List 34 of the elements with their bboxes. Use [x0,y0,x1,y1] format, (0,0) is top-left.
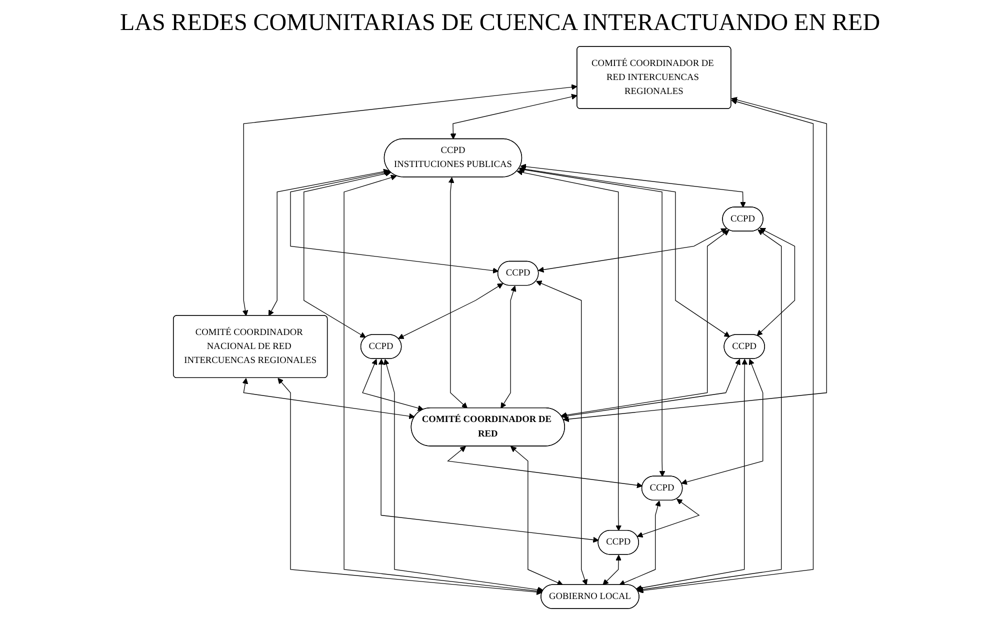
arrow [638,98,814,594]
diagram-title: LAS REDES COMUNITARIAS DE CUENCA INTERACTUANDO EN RED [120,10,880,37]
arrow [268,168,390,316]
arrow [447,446,643,488]
arrow [242,378,415,420]
arrow [681,358,764,485]
arrow [304,170,391,338]
arrow [637,230,782,592]
arrow [510,446,564,586]
arrow [450,94,578,140]
arrow [344,174,543,594]
arrow [563,97,827,422]
arrow [636,358,748,591]
arrow [242,84,578,316]
arrow [560,230,730,418]
arrow [619,500,661,586]
arrow [602,554,622,586]
arrow [518,166,666,477]
arrow [519,166,730,338]
arrow [636,498,700,538]
arrow [398,283,504,339]
arrow [538,228,727,273]
arrow [290,170,499,274]
arrow [500,286,516,408]
arrow [448,177,468,408]
arrow [520,164,746,208]
arrow [278,378,542,595]
arrow [378,358,599,543]
arrow [536,280,588,586]
arrow [362,358,424,411]
arrow [756,228,796,336]
arrow [384,358,544,593]
arrow [562,358,740,419]
arrow [516,170,622,531]
